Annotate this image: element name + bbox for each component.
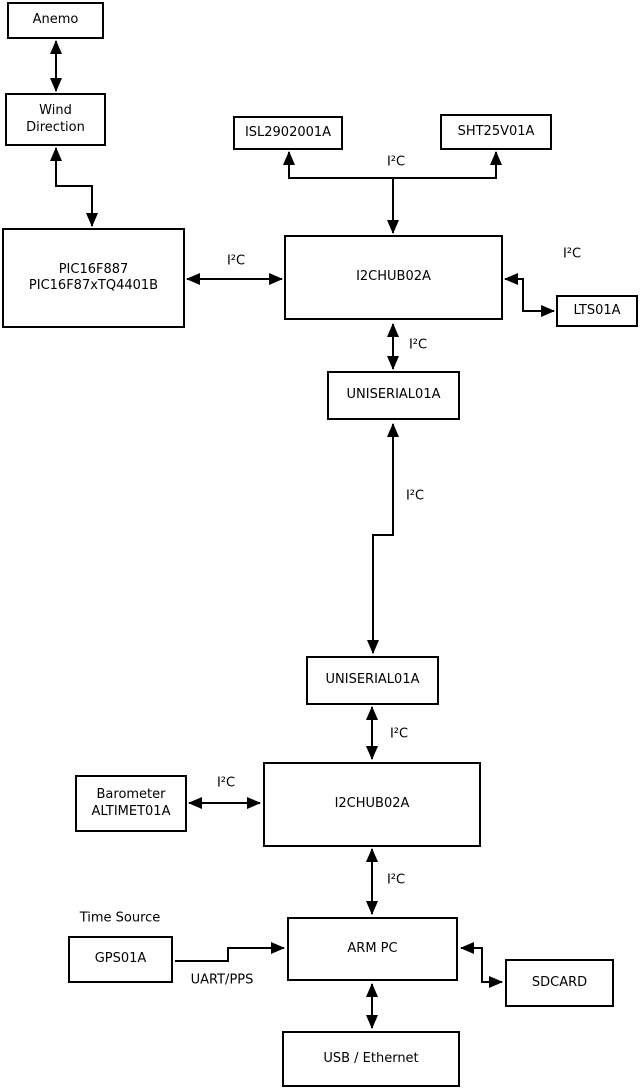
edge-label-i2c-pic-hub: I²C [226, 253, 246, 269]
edge-label-i2c-hub-sensors: I²C [386, 154, 406, 170]
node-gps01a: GPS01A [68, 936, 173, 983]
node-wind-direction: Wind Direction [5, 93, 106, 146]
node-i2chub02a-top-label: I2CHUB02A [356, 269, 431, 285]
edge-label-i2c-uniserial-link: I²C [405, 488, 425, 504]
edge-label-i2c-hub-lts: I²C [562, 246, 582, 262]
edge-gps-armpc [175, 942, 285, 962]
node-wind-direction-label: Wind Direction [26, 103, 85, 135]
edge-label-i2c-uniserial-hub2: I²C [389, 726, 409, 742]
edge-armpc-sdcard [460, 942, 503, 988]
node-usb-ethernet: USB / Ethernet [282, 1031, 460, 1087]
edge-label-uart-pps: UART/PPS [190, 972, 254, 988]
node-barometer-altimet01a-label: Barometer ALTIMET01A [91, 787, 171, 819]
node-i2chub02a-bottom: I2CHUB02A [263, 762, 481, 847]
node-barometer-altimet01a: Barometer ALTIMET01A [75, 775, 187, 832]
node-arm-pc: ARM PC [287, 917, 458, 981]
node-anemo-label: Anemo [32, 12, 79, 28]
node-uniserial01a-top: UNISERIAL01A [327, 371, 460, 420]
edge-label-i2c-hub-uniserial: I²C [408, 337, 428, 353]
node-usb-ethernet-label: USB / Ethernet [323, 1050, 419, 1066]
node-gps01a-label: GPS01A [94, 951, 147, 967]
node-anemo: Anemo [7, 2, 104, 39]
node-pic16f887-label: PIC16F887 PIC16F87xTQ4401B [28, 261, 159, 293]
node-lts01a: LTS01A [556, 295, 638, 327]
edge-label-i2c-barometer-hub2: I²C [216, 775, 236, 791]
edge-wind-pic [50, 147, 98, 227]
node-sdcard-label: SDCARD [531, 974, 588, 990]
edge-uniserial1-uniserial2 [367, 423, 399, 654]
node-lts01a-label: LTS01A [573, 302, 621, 318]
node-uniserial01a-bottom-label: UNISERIAL01A [325, 672, 420, 688]
node-i2chub02a-bottom-label: I2CHUB02A [334, 796, 410, 812]
node-i2chub02a-top: I2CHUB02A [284, 235, 503, 320]
node-sht25v01a-label: SHT25V01A [457, 123, 535, 139]
node-uniserial01a-top-label: UNISERIAL01A [346, 387, 441, 403]
node-sht25v01a: SHT25V01A [440, 114, 552, 150]
node-isl2902001a: ISL2902001A [233, 116, 343, 150]
edge-hub1-lts [504, 273, 555, 317]
node-uniserial01a-bottom: UNISERIAL01A [306, 656, 439, 705]
node-pic16f887: PIC16F887 PIC16F87xTQ4401B [2, 228, 185, 328]
node-isl2902001a-label: ISL2902001A [244, 124, 332, 140]
edge-label-time-source: Time Source [79, 910, 161, 926]
node-sdcard: SDCARD [505, 959, 614, 1007]
node-arm-pc-label: ARM PC [347, 940, 398, 956]
edge-label-i2c-hub2-armpc: I²C [386, 872, 406, 888]
